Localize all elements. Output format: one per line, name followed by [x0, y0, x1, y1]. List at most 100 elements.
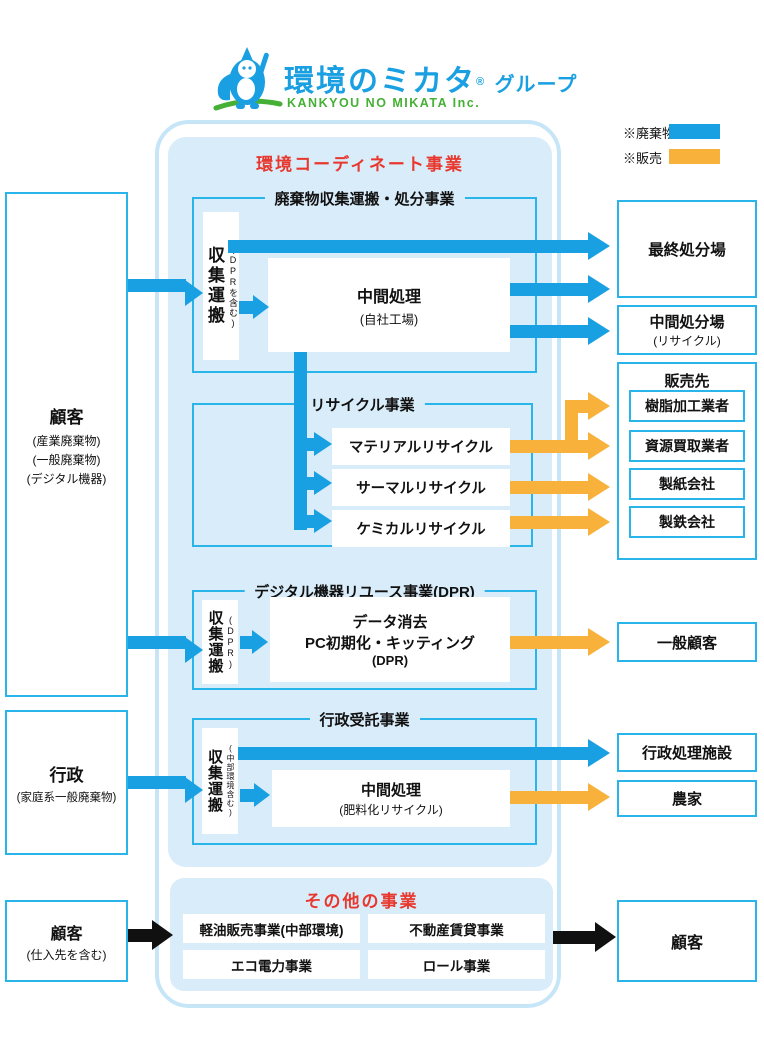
node-customer-supplier-sub: (仕入先を含む) [26, 947, 107, 962]
node-customer-supplier: 顧客 (仕入先を含む) [5, 900, 128, 982]
recycle-item-chemical: ケミカルリサイクル [332, 510, 510, 547]
node-general-customer-title: 一般顧客 [656, 634, 717, 652]
arrow-thermal-to-paper-head [588, 473, 610, 501]
intermediate-plant-sub: (自社工場) [359, 312, 419, 327]
coordinate-panel-title: 環境コーディネート事業 [256, 155, 464, 174]
node-buyer-steel-label: 製鉄会社 [659, 514, 715, 530]
recycle-item-material: マテリアルリサイクル [332, 428, 510, 465]
recycle-item-material-label: マテリアルリサイクル [348, 440, 494, 456]
arrow-supplier-to-other-head [152, 920, 173, 950]
dpr-process-line2: PC初期化・キッティング [305, 635, 475, 652]
logo-company: KANKYOU NO MIKATA Inc. [287, 96, 481, 110]
arrow-thermal-to-paper [510, 481, 590, 494]
node-gov-facility: 行政処理施設 [617, 733, 757, 772]
arrow-collection-to-final-disposal-head [588, 232, 610, 260]
node-general-customer: 一般顧客 [617, 622, 757, 662]
section-collection-title: 廃棄物収集運搬・処分事業 [264, 188, 465, 209]
node-customer-main: 顧客 (産業廃棄物) (一般廃棄物) (デジタル機器) [5, 192, 128, 697]
logo-reg: ® [476, 76, 485, 88]
arrow-chemical-to-steel [510, 516, 590, 529]
arrow-material-to-resource [510, 440, 590, 453]
logo-group: グループ [494, 74, 578, 96]
node-customer-main-line3: (デジタル機器) [26, 471, 107, 486]
arrow-dpr-to-general-customer-head [588, 628, 610, 656]
recycle-item-thermal: サーマルリサイクル [332, 469, 510, 506]
node-final-disposal-title: 最終処分場 [648, 242, 726, 259]
arrow-gov-collection-to-plant [240, 789, 256, 802]
arrow-supplier-to-other [128, 929, 154, 942]
recycle-item-chemical-label: ケミカルリサイクル [356, 522, 486, 538]
arrow-gov-collection-to-facility-head [588, 739, 610, 767]
legend-waste-label: ※廃棄物 [623, 126, 676, 141]
other-item-ecopower-label: エコ電力事業 [231, 958, 312, 974]
node-intermediate-disposal-sub: (リサイクル) [653, 334, 721, 348]
node-buyer-resource: 資源買取業者 [629, 430, 745, 462]
arrow-plant-to-final-disposal [510, 283, 590, 296]
mascot-icon [213, 47, 283, 111]
node-buyer-resource-label: 資源買取業者 [645, 438, 729, 454]
collection-transport-label: 収集運搬 [205, 246, 224, 326]
node-farmer-title: 農家 [671, 791, 702, 808]
node-customer-main-line2: (一般廃棄物) [32, 452, 101, 467]
dpr-transport-box: 収集運搬 (DPR) [202, 600, 238, 684]
node-farmer: 農家 [617, 780, 757, 817]
other-item-ecopower: エコ電力事業 [183, 950, 360, 979]
intermediate-plant-title: 中間処理 [356, 288, 421, 306]
arrow-customer-to-collection [128, 279, 186, 292]
node-buyer-steel: 製鉄会社 [629, 506, 745, 538]
arrow-customer-to-dpr-collection [128, 636, 186, 649]
arrow-dpr-collection-to-process [240, 636, 254, 649]
arrow-gov-plant-to-farmer-head [588, 783, 610, 811]
other-item-realestate-label: 不動産賃貸事業 [409, 922, 504, 938]
node-buyer-paper-label: 製紙会社 [659, 476, 715, 492]
node-intermediate-disposal-title: 中間処分場 [649, 314, 725, 331]
arrow-material-to-resin-head [588, 392, 610, 420]
arrow-collection-to-final-disposal [228, 240, 590, 253]
other-item-diesel: 軽油販売事業(中部環境) [183, 914, 360, 943]
other-panel-title: その他の事業 [304, 892, 419, 911]
other-item-diesel-label: 軽油販売事業(中部環境) [199, 922, 344, 938]
arrow-collection-to-plant-head [253, 295, 269, 319]
gov-transport-box: 収集運搬 (中部環境含む) [202, 728, 238, 834]
node-gov-facility-title: 行政処理施設 [641, 745, 732, 762]
arrow-material-to-resource-head [588, 432, 610, 460]
arrow-customer-to-dpr-collection-head [185, 637, 203, 663]
legend-sales-label: ※販売 [623, 151, 663, 166]
arrow-collection-to-plant [239, 301, 255, 314]
gov-plant-title: 中間処理 [360, 782, 421, 799]
line-plant-to-recycle-vertical [294, 352, 307, 530]
collection-transport-box: 収集運搬 (DPRを含む) [203, 212, 239, 360]
node-buyer-resin-label: 樹脂加工業者 [645, 398, 729, 414]
node-intermediate-disposal: 中間処分場 (リサイクル) [617, 305, 757, 355]
branch-to-thermal [307, 477, 316, 490]
node-customer-main-line1: (産業廃棄物) [32, 433, 101, 448]
branch-to-material [307, 438, 316, 451]
arrow-gov-plant-to-farmer [510, 791, 590, 804]
arrow-customer-to-collection-head [185, 280, 203, 306]
other-item-roll-label: ロール事業 [422, 958, 491, 974]
dpr-process-box: データ消去 PC初期化・キッティング (DPR) [270, 597, 510, 682]
node-customer-final-title: 顧客 [670, 935, 703, 952]
branch-to-material-head [314, 432, 332, 456]
section-gov-title: 行政受託事業 [309, 709, 420, 730]
node-government-title: 行政 [49, 765, 84, 785]
node-customer-supplier-title: 顧客 [50, 925, 83, 943]
arrow-other-to-customer [553, 931, 597, 944]
dpr-transport-sub: (DPR) [225, 614, 236, 670]
node-buyer-paper: 製紙会社 [629, 468, 745, 500]
arrow-plant-to-final-disposal-head [588, 275, 610, 303]
recycle-item-thermal-label: サーマルリサイクル [356, 481, 486, 497]
dpr-process-line1: データ消去 [352, 614, 428, 631]
arrow-gov-collection-to-facility [238, 747, 590, 760]
section-recycle-title: リサイクル事業 [300, 394, 425, 415]
logo-title: 環境のミカタ® グループ [284, 56, 577, 100]
other-item-roll: ロール事業 [368, 950, 545, 979]
arrow-gov-to-collection [128, 776, 186, 789]
node-buyers-title: 販売先 [664, 373, 710, 390]
branch-to-chemical [307, 515, 316, 528]
arrow-dpr-to-general-customer [510, 636, 590, 649]
arrow-gov-to-collection-head [185, 777, 203, 803]
section-gov: 行政受託事業 [192, 709, 537, 845]
gov-plant-box: 中間処理 (肥料化リサイクル) [272, 770, 510, 827]
